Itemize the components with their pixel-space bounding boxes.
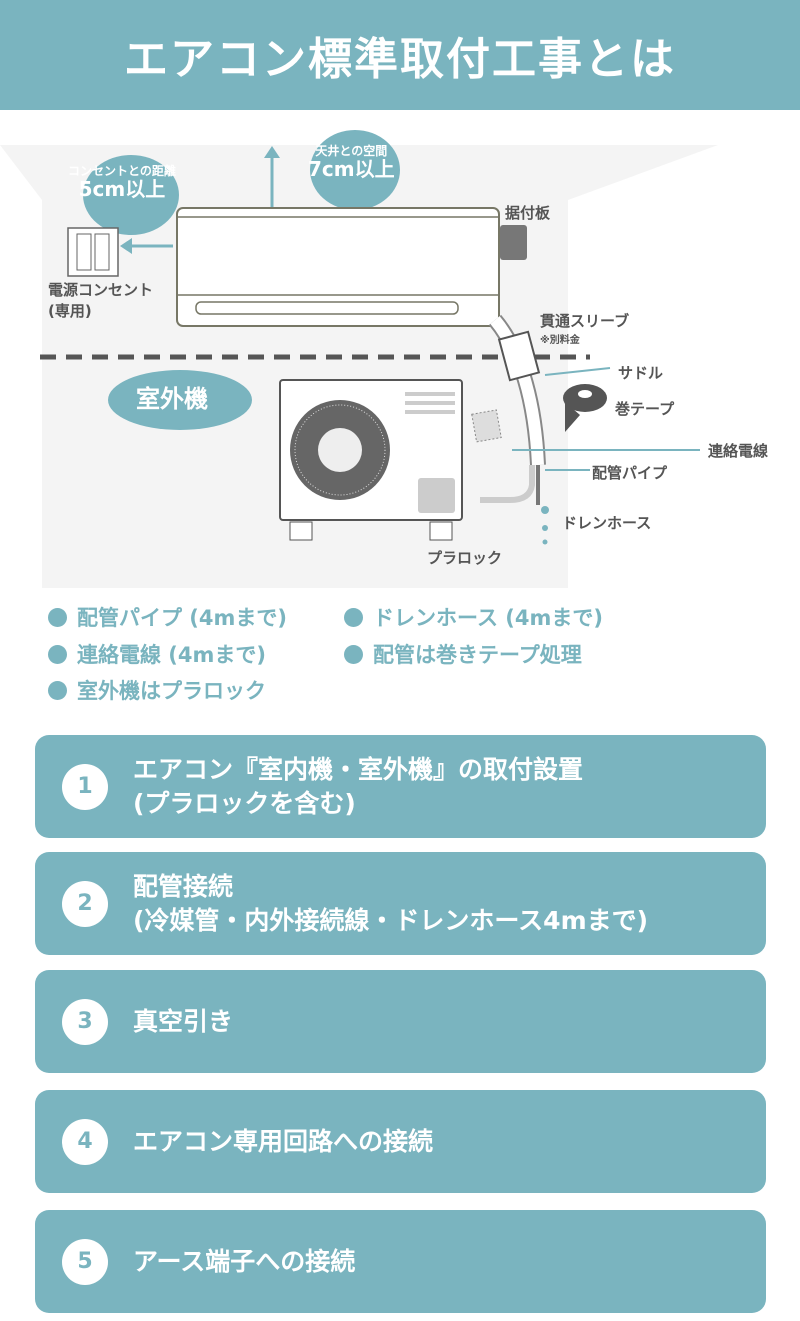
bubble-value: 5cm以上 xyxy=(78,177,166,202)
ceiling-bubble: 天井との空間 7cm以上 xyxy=(308,144,395,182)
step-line1: エアコン『室内機・室外機』の取付設置 xyxy=(133,754,584,784)
outlet-label-line2: (専用) xyxy=(48,302,92,320)
step-text: エアコン『室内機・室外機』の取付設置 (プラロックを含む) xyxy=(133,753,583,821)
bullet-icon xyxy=(48,644,67,664)
plablock-label: プラロック xyxy=(427,549,503,567)
step-card-4: 4 エアコン専用回路への接続 xyxy=(35,1090,766,1193)
step-card-5: 5 アース端子への接続 xyxy=(35,1210,766,1313)
drain-label: ドレンホース xyxy=(562,514,652,532)
step-text: アース端子への接続 xyxy=(133,1246,356,1276)
bullet-icon xyxy=(48,607,67,627)
mounting-plate-label: 据付板 xyxy=(505,204,551,222)
legend-text: 連絡電線 (4mまで) xyxy=(77,643,266,667)
bubble-line: コンセントとの距離 xyxy=(68,164,176,178)
step-card-2: 2 配管接続 (冷媒管・内外接続線・ドレンホース4mまで) xyxy=(35,852,766,955)
bullet-icon xyxy=(344,644,363,664)
legend-item: 配管は巻きテープ処理 xyxy=(344,639,582,669)
page-header: エアコン標準取付工事とは xyxy=(0,0,800,110)
bubble-line: 天井との空間 xyxy=(315,144,388,158)
step-line2: (冷媒管・内外接続線・ドレンホース4mまで) xyxy=(133,905,649,935)
installation-diagram: コンセントとの距離 5cm以上 天井との空間 7cm以上 据付板 電源コンセント… xyxy=(0,110,800,590)
page-title: エアコン標準取付工事とは xyxy=(124,34,676,85)
diagram-illustration xyxy=(0,130,718,588)
legend-text: ドレンホース (4mまで) xyxy=(373,606,603,630)
step-number: 2 xyxy=(62,880,108,927)
outdoor-unit-badge: 室外機 xyxy=(136,385,208,413)
legend-item: 連絡電線 (4mまで) xyxy=(48,639,266,669)
outlet-distance-bubble: コンセントとの距離 5cm以上 xyxy=(68,164,176,202)
bullet-icon xyxy=(48,680,67,700)
sleeve-label: 貫通スリーブ ※別料金 xyxy=(540,310,629,346)
legend-text: 室外機はプラロック xyxy=(77,679,266,703)
step-number: 4 xyxy=(62,1118,108,1165)
legend-item: 配管パイプ (4mまで) xyxy=(48,602,287,632)
step-card-1: 1 エアコン『室内機・室外機』の取付設置 (プラロックを含む) xyxy=(35,735,766,838)
step-number: 1 xyxy=(62,763,108,810)
wire-label: 連絡電線 xyxy=(708,442,769,460)
sleeve-note: ※別料金 xyxy=(540,335,580,346)
legend-text: 配管は巻きテープ処理 xyxy=(373,643,582,667)
step-card-3: 3 真空引き xyxy=(35,970,766,1073)
bullet-icon xyxy=(344,607,363,627)
step-number: 3 xyxy=(62,998,108,1045)
step-line1: 配管接続 xyxy=(133,871,234,901)
sleeve-text: 貫通スリーブ xyxy=(540,312,630,330)
legend-text: 配管パイプ (4mまで) xyxy=(77,606,287,630)
outlet-label: 電源コンセント (専用) xyxy=(48,280,153,322)
bubble-value: 7cm以上 xyxy=(308,157,395,182)
step-number: 5 xyxy=(62,1238,108,1285)
pipe-label: 配管パイプ xyxy=(592,464,668,482)
step-text: エアコン専用回路への接続 xyxy=(133,1126,434,1156)
step-text: 真空引き xyxy=(133,1006,234,1036)
saddle-label: サドル xyxy=(618,364,664,382)
step-line2: (プラロックを含む) xyxy=(133,788,356,818)
legend-item: ドレンホース (4mまで) xyxy=(344,602,603,632)
step-text: 配管接続 (冷媒管・内外接続線・ドレンホース4mまで) xyxy=(133,870,648,938)
outlet-label-line1: 電源コンセント xyxy=(48,281,154,299)
legend-item: 室外機はプラロック xyxy=(48,675,266,705)
tape-label: 巻テープ xyxy=(615,400,675,418)
